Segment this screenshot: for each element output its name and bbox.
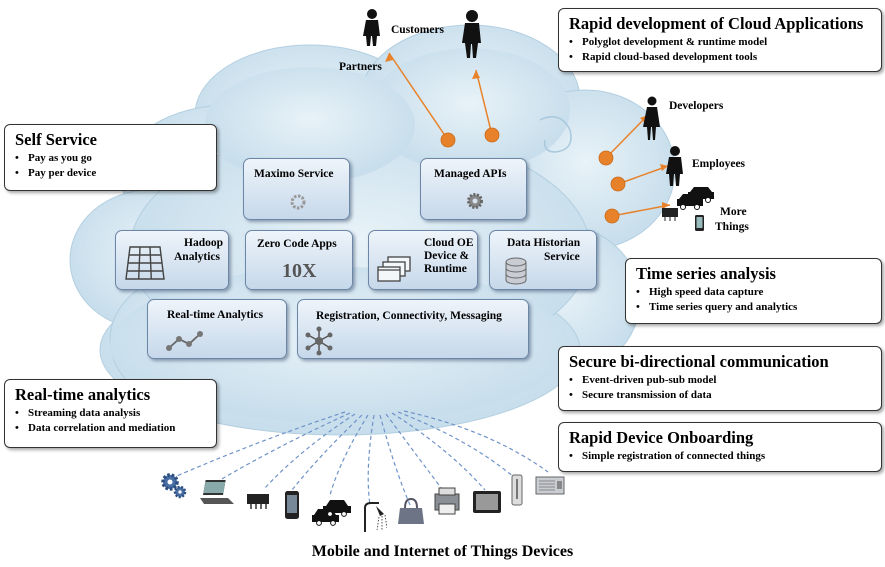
service-data-historian[interactable]: Data Historian Service bbox=[489, 230, 597, 290]
callout-title: Time series analysis bbox=[636, 264, 776, 283]
service-label: Data Historian bbox=[507, 237, 581, 249]
service-cloud-oe[interactable]: Cloud OE Device & Runtime bbox=[368, 230, 478, 290]
service-label: Managed APIs bbox=[434, 168, 507, 180]
tablet-icon bbox=[473, 491, 501, 513]
service-label: Runtime bbox=[424, 263, 467, 275]
callout-self-service: Self Service Pay as you go Pay per devic… bbox=[4, 124, 217, 191]
printer-icon bbox=[434, 487, 460, 515]
more-things-chip-icon bbox=[662, 208, 678, 221]
callout-item: Pay per device bbox=[15, 166, 206, 181]
cars-icon bbox=[312, 500, 351, 526]
radio-icon bbox=[535, 476, 565, 495]
callout-title: Self Service bbox=[15, 130, 98, 149]
callout-item: Streaming data analysis bbox=[15, 406, 206, 421]
callout-title: Real-time analytics bbox=[15, 385, 151, 404]
people-link-dots bbox=[440, 127, 626, 224]
shower-icon bbox=[364, 502, 387, 532]
callout-secure-communication: Secure bi-directional communication Even… bbox=[558, 346, 882, 411]
callout-item: Simple registration of connected things bbox=[569, 449, 871, 464]
network-hub-icon bbox=[305, 326, 333, 356]
label-things: Things bbox=[715, 221, 749, 233]
developer-figure-icon bbox=[643, 96, 660, 140]
callout-title: Rapid development of Cloud Applications bbox=[569, 14, 864, 33]
devices-caption: Mobile and Internet of Things Devices bbox=[311, 543, 574, 560]
callout-item: Rapid cloud-based development tools bbox=[569, 50, 871, 65]
device-links bbox=[171, 410, 549, 506]
service-registration[interactable]: Registration, Connectivity, Messaging bbox=[297, 299, 529, 359]
zero-code-badge: 10X bbox=[282, 260, 317, 282]
gear-icon bbox=[161, 473, 187, 499]
customer-figure-icon bbox=[363, 9, 380, 46]
service-maximo[interactable]: Maximo Service bbox=[243, 158, 350, 220]
laptop-icon bbox=[200, 480, 234, 504]
callout-time-series: Time series analysis High speed data cap… bbox=[625, 258, 882, 324]
callout-item: Pay as you go bbox=[15, 151, 206, 166]
people-links bbox=[388, 52, 671, 217]
service-zero-code-apps[interactable]: Zero Code Apps 10X bbox=[245, 230, 353, 290]
service-label: Maximo Service bbox=[254, 168, 334, 180]
label-customers: Customers bbox=[391, 24, 445, 36]
callout-item: Data correlation and mediation bbox=[15, 421, 206, 436]
label-employees: Employees bbox=[692, 158, 746, 170]
employee-figure-icon bbox=[666, 146, 683, 186]
callout-item: High speed data capture bbox=[636, 285, 871, 300]
gear-icon bbox=[467, 193, 483, 209]
service-label: Registration, Connectivity, Messaging bbox=[316, 310, 502, 322]
label-more: More bbox=[720, 206, 747, 218]
callout-rapid-development: Rapid development of Cloud Applications … bbox=[558, 8, 882, 72]
service-label: Cloud OE bbox=[424, 237, 474, 249]
callout-item: Event-driven pub-sub model bbox=[569, 373, 871, 388]
line-graph-icon bbox=[166, 331, 203, 351]
more-things-phone-icon bbox=[695, 215, 704, 231]
service-label: Service bbox=[544, 251, 580, 263]
callout-device-onboarding: Rapid Device Onboarding Simple registrat… bbox=[558, 422, 882, 472]
service-realtime-analytics[interactable]: Real-time Analytics bbox=[147, 299, 287, 359]
label-partners: Partners bbox=[339, 61, 382, 73]
service-label: Device & bbox=[424, 250, 470, 262]
database-icon bbox=[505, 257, 527, 285]
sun-icon bbox=[290, 194, 306, 210]
thermometer-icon bbox=[511, 474, 523, 506]
service-hadoop-analytics[interactable]: Hadoop Analytics bbox=[115, 230, 229, 290]
phone-icon bbox=[285, 491, 299, 519]
callout-item: Time series query and analytics bbox=[636, 300, 871, 315]
callout-item: Polyglot development & runtime model bbox=[569, 35, 871, 50]
service-label: Hadoop bbox=[184, 237, 223, 249]
service-label: Analytics bbox=[174, 251, 220, 263]
more-things-cars-icon bbox=[677, 187, 714, 210]
handbag-icon bbox=[398, 497, 424, 524]
service-managed-apis[interactable]: Managed APIs bbox=[420, 158, 527, 220]
grid-icon bbox=[125, 246, 165, 280]
windows-icon bbox=[377, 256, 411, 282]
callout-title: Secure bi-directional communication bbox=[569, 352, 829, 371]
label-developers: Developers bbox=[669, 100, 724, 112]
callout-realtime-analytics: Real-time analytics Streaming data analy… bbox=[4, 379, 217, 448]
callout-title: Rapid Device Onboarding bbox=[569, 428, 754, 447]
chip-icon bbox=[247, 494, 269, 509]
service-label: Real-time Analytics bbox=[167, 309, 264, 321]
callout-item: Secure transmission of data bbox=[569, 388, 871, 403]
partner-figure-icon bbox=[462, 10, 481, 58]
service-label: Zero Code Apps bbox=[257, 238, 337, 250]
